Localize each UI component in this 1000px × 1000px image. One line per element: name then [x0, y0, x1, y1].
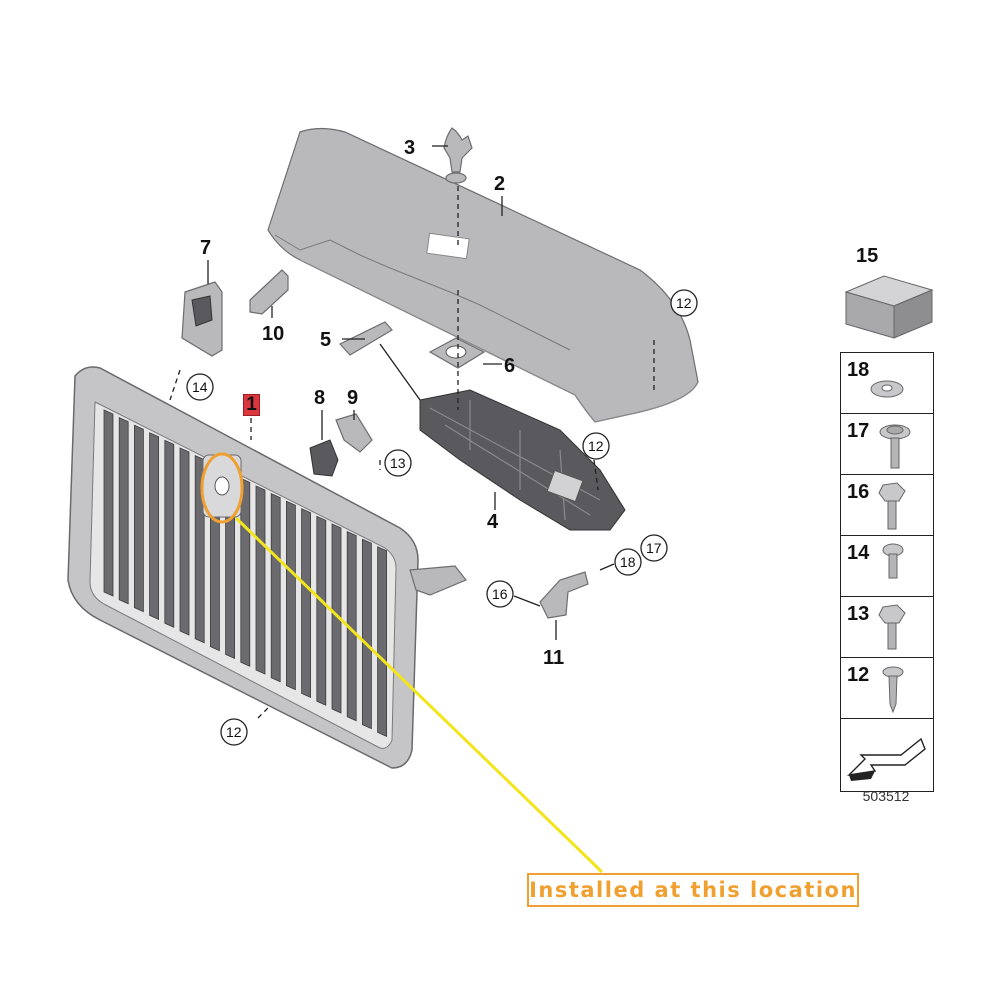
callout-4: 4 — [487, 511, 499, 533]
callout-2: 2 — [494, 173, 505, 195]
circled-18: 18 — [620, 554, 636, 570]
hardware-label: 18 — [847, 359, 870, 381]
grille-vane — [179, 447, 190, 636]
grille-vane — [331, 523, 342, 714]
grille-vane — [255, 485, 266, 675]
circled-12-grille: 12 — [226, 724, 242, 740]
bracket-part-8 — [309, 439, 339, 477]
callout-5: 5 — [320, 329, 331, 351]
grille-frame-part — [67, 366, 467, 769]
upper-cover-part — [267, 127, 699, 423]
bracket-part-9 — [335, 413, 373, 453]
hex-flange-bolt-icon — [878, 482, 906, 530]
install-location-label: Installed at this location — [527, 873, 859, 907]
hardware-label: 12 — [847, 664, 870, 686]
mechanism-part-4 — [419, 389, 626, 531]
grille-vane — [134, 424, 144, 613]
circled-17: 17 — [646, 540, 662, 556]
install-pointer-line — [234, 516, 604, 874]
circled-16: 16 — [492, 586, 508, 602]
hex-bolt-icon — [878, 604, 906, 650]
grille-vane — [270, 492, 281, 683]
plate-part-5 — [339, 321, 393, 356]
grille-vane — [149, 432, 159, 621]
grille-vane — [346, 530, 357, 722]
direction-arrow-icon — [846, 737, 926, 781]
hardware-label: 14 — [847, 542, 870, 564]
callout-10: 10 — [262, 323, 284, 345]
package-part-15 — [844, 275, 934, 339]
grille-vane — [103, 409, 114, 597]
hardware-label: 16 — [847, 481, 870, 503]
washer-icon — [870, 380, 904, 398]
grille-vane — [316, 515, 327, 706]
callout-8: 8 — [314, 387, 325, 409]
mascot-figure-part — [443, 127, 473, 184]
bracket-part-7 — [181, 281, 223, 357]
gasket-part-6 — [428, 337, 486, 369]
callout-15: 15 — [856, 245, 878, 267]
collar-screw-icon — [879, 424, 911, 469]
grille-vane — [301, 508, 311, 699]
hardware-item: 13 — [841, 597, 933, 658]
grille-vane — [286, 500, 296, 691]
grille-vane — [194, 454, 205, 644]
diagram-reference-code: 503512 — [862, 788, 910, 804]
circled-12-cover: 12 — [676, 295, 692, 311]
hardware-item — [841, 719, 933, 791]
grille-vane — [377, 546, 387, 738]
grille-vane — [164, 439, 175, 628]
callout-9: 9 — [347, 387, 358, 409]
grille-vane — [362, 538, 372, 730]
grille-vanes — [103, 409, 387, 738]
leader-lines — [169, 145, 655, 719]
hardware-item: 16 — [841, 475, 933, 536]
hardware-item: 17 — [841, 414, 933, 475]
circled-labels: 12 12 12 13 14 16 17 18 — [186, 289, 698, 746]
hardware-item: 14 — [841, 536, 933, 597]
hardware-list: 18 17 16 14 13 12 — [840, 352, 934, 792]
circled-12-mechanism: 12 — [588, 438, 604, 454]
callout-6: 6 — [504, 355, 515, 377]
bracket-part-10 — [249, 269, 289, 315]
callout-11: 11 — [543, 647, 564, 669]
hardware-label: 17 — [847, 420, 870, 442]
bracket-part-11 — [539, 571, 589, 619]
grille-vane — [240, 477, 251, 667]
callout-labels: 2 3 7 10 5 6 8 9 4 11 15 — [200, 137, 878, 669]
circled-14: 14 — [192, 379, 208, 395]
hardware-item: 12 — [841, 658, 933, 719]
callout-1-highlight: 1 — [243, 394, 260, 416]
callout-7: 7 — [200, 237, 211, 259]
tapping-screw-icon — [882, 666, 904, 714]
circled-13: 13 — [390, 455, 406, 471]
hardware-label: 13 — [847, 603, 870, 625]
hardware-item: 18 — [841, 353, 933, 414]
callout-3: 3 — [404, 137, 415, 159]
small-screw-icon — [882, 543, 904, 579]
grille-vane — [118, 416, 129, 605]
install-location-ring — [200, 452, 244, 524]
